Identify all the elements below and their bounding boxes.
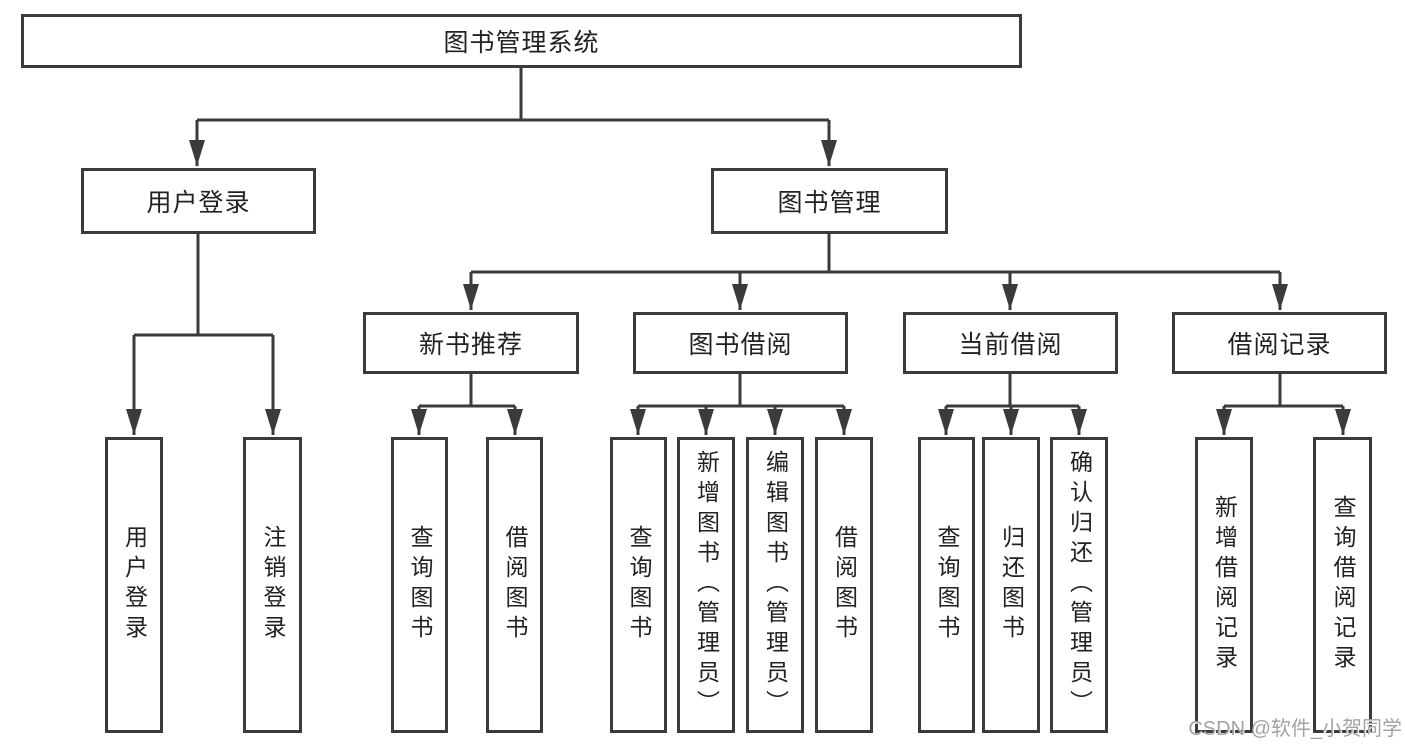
leaf-borrow-books: 借阅图书: [815, 437, 873, 733]
node-library-system: 图书管理系统: [21, 14, 1022, 68]
leaf-user-login: 用户登录: [105, 437, 163, 733]
node-borrow-records: 借阅记录: [1172, 312, 1387, 374]
leaf-add-borrow-record: 新增借阅记录: [1195, 437, 1253, 733]
leaf-query-books-current: 查询图书: [918, 437, 975, 733]
watermark: CSDN @软件_小贺同学: [1188, 718, 1402, 740]
leaf-borrow-books-recommend: 借阅图书: [486, 437, 543, 733]
leaf-query-borrow-record: 查询借阅记录: [1313, 437, 1372, 733]
leaf-return-books: 归还图书: [982, 437, 1040, 733]
leaf-edit-book-admin: 编辑图书（管理员）: [746, 437, 804, 733]
leaf-query-books-borrow: 查询图书: [610, 437, 667, 733]
node-current-borrow: 当前借阅: [903, 312, 1118, 374]
node-new-book-recommend: 新书推荐: [363, 312, 579, 374]
leaf-confirm-return-admin: 确认归还（管理员）: [1050, 437, 1108, 733]
leaf-logout: 注销登录: [243, 437, 302, 733]
node-book-borrow: 图书借阅: [633, 312, 848, 374]
node-book-management: 图书管理: [711, 168, 948, 234]
node-user-login: 用户登录: [81, 168, 316, 234]
leaf-add-book-admin: 新增图书（管理员）: [677, 437, 735, 733]
leaf-query-books-recommend: 查询图书: [391, 437, 448, 733]
